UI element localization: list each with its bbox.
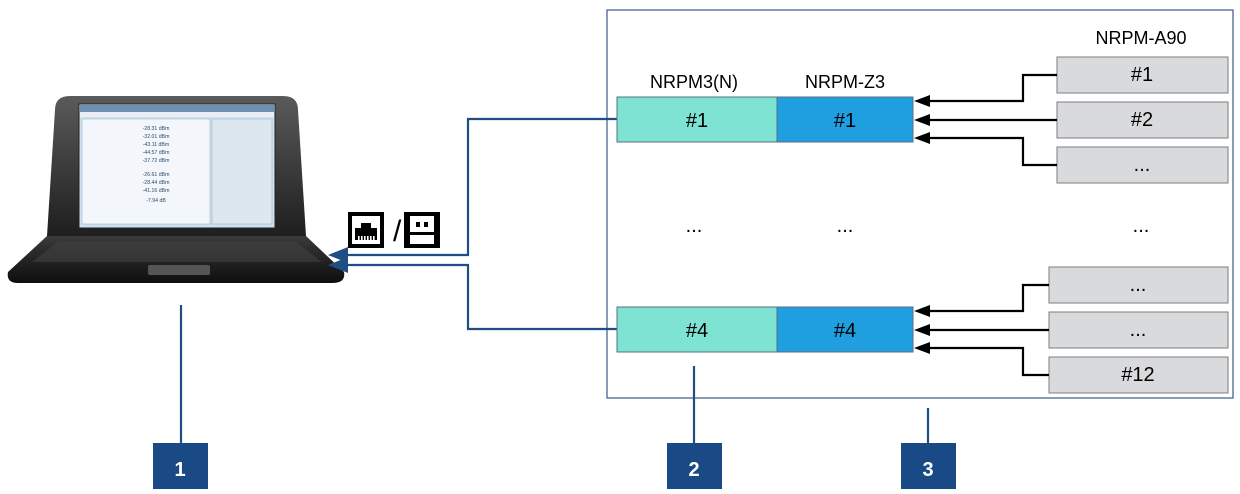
screen-reading: -43.11 dBm (143, 142, 169, 148)
header-sensor: NRPM3(N) (650, 72, 738, 92)
sensor-box-4 (616, 306, 778, 353)
callout-label-2: 2 (688, 459, 699, 481)
header-module: NRPM-Z3 (805, 72, 885, 92)
antenna-box-bottom-1 (1048, 266, 1229, 304)
ellipsis-antenna: ... (1133, 215, 1150, 237)
antenna-label-top-1: #1 (1131, 64, 1153, 86)
module-box-1 (776, 96, 914, 143)
wire-sensor-4 (346, 263, 617, 331)
module-label-1: #1 (834, 110, 856, 132)
arrowheads-top (914, 95, 930, 144)
callout-badge-1 (153, 443, 208, 489)
screen-reading: -32.01 dBm (143, 134, 170, 140)
antenna-box-top-2 (1056, 101, 1229, 139)
sensor-label-1: #1 (686, 110, 708, 132)
laptop-screen: -28.31 dBm -32.01 dBm -43.11 dBm -44.57 dBm… (80, 105, 274, 225)
antenna-label-bottom-2: ... (1130, 319, 1147, 341)
callout-badge-3 (901, 443, 956, 489)
screen-reading: -28.44 dBm (143, 180, 170, 186)
module-box-4 (776, 306, 914, 353)
screen-reading: -26.61 dBm (143, 172, 170, 178)
screen-reading: -37.72 dBm (143, 158, 170, 164)
screen-reading: -44.57 dBm (143, 150, 170, 156)
lan-port-icon (348, 212, 384, 248)
antenna-label-bottom-3: #12 (1121, 364, 1154, 386)
antenna-label-bottom-1: ... (1130, 274, 1147, 296)
module-label-4: #4 (834, 320, 856, 342)
antenna-label-top-2: #2 (1131, 109, 1153, 131)
antenna-connectors-top (928, 73, 1057, 167)
connector-slash: / (393, 215, 402, 248)
callout-label-3: 3 (922, 459, 933, 481)
callout-badge-2 (667, 443, 722, 489)
sensor-label-4: #4 (686, 320, 708, 342)
ellipsis-module: ... (837, 215, 854, 237)
screen-reading: -7.94 dB (146, 198, 166, 204)
arrowhead-laptop-bottom (328, 257, 348, 273)
ellipsis-sensor: ... (686, 215, 703, 237)
screen-reading: -28.31 dBm (143, 126, 170, 132)
laptop-icon: -28.31 dBm -32.01 dBm -43.11 dBm -44.57 dBm… (7, 96, 345, 283)
antenna-connectors-bottom (928, 283, 1049, 377)
antenna-label-top-3: ... (1134, 154, 1151, 176)
antenna-box-top-1 (1056, 56, 1229, 94)
usb-port-icon (404, 212, 440, 248)
callout-label-1: 1 (174, 459, 185, 481)
antenna-box-bottom-3 (1048, 356, 1229, 394)
screen-reading: -41.16 dBm (143, 188, 170, 194)
wire-sensor-1 (346, 117, 617, 257)
header-antenna: NRPM-A90 (1095, 28, 1186, 48)
arrowheads-bottom (914, 305, 930, 354)
